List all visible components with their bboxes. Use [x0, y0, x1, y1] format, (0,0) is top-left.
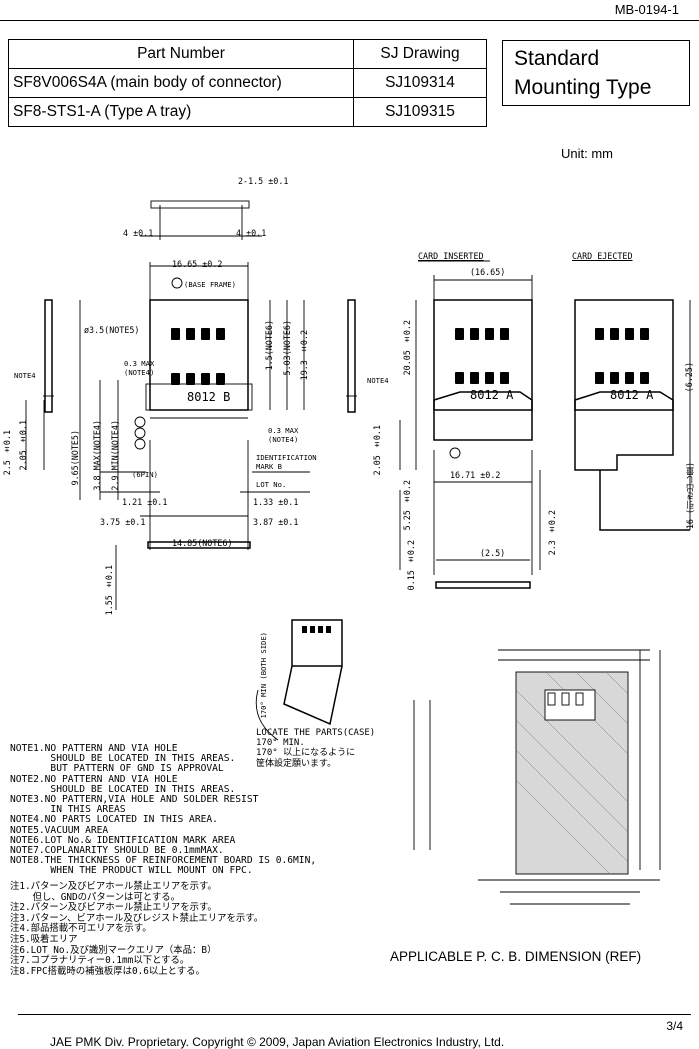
max-note4: 0.3 MAX (NOTE4) — [124, 359, 155, 377]
note-line: WHEN THE PRODUCT WILL MOUNT ON FPC. — [10, 865, 253, 877]
note-line: NOTE6.LOT No.& IDENTIFICATION MARK AREA — [10, 834, 236, 846]
note-line-jp: 注6.LOT No.及び識別マークエリア（本品：B） — [10, 944, 217, 956]
dim-9-65: 9.65(NOTE5) — [70, 430, 80, 486]
note-line: NOTE2.NO PATTERN AND VIA HOLE — [10, 773, 178, 785]
pcb-footprint — [413, 649, 661, 905]
note-line: NOTE7.COPLANARITY SHOULD BE 0.1mmMAX. — [10, 845, 224, 857]
dim-3-87: 3.87 ±0.1 — [253, 517, 299, 527]
top-side-view — [140, 200, 262, 240]
dim-6-25: (6.25) — [684, 362, 694, 393]
dim-2-5: 2.5 ±0.1 — [2, 430, 12, 476]
note-line-jp: 注3.パターン、ビアホール及びレジスト禁止エリアを示す。 — [10, 912, 264, 924]
dim-1-5: 1.5(NOTE6) — [264, 320, 274, 371]
dim-16-71: 16.71 ±0.2 — [450, 470, 501, 480]
note-line: IN THIS AREAS — [10, 804, 126, 816]
dim-5-03: 5.03(NOTE6) — [282, 320, 292, 376]
part-number-header: Part Number — [8, 39, 354, 69]
card-inserted-label: CARD INSERTED — [418, 251, 484, 261]
identification-mark: IDENTIFICATION MARK B — [256, 453, 317, 471]
locate-note: LOCATE THE PARTS(CASE) 170° MIN. 170° 以上… — [256, 728, 376, 769]
card-ejected-label: CARD EJECTED — [572, 251, 633, 261]
notes-english: NOTE1.NO PATTERN AND VIA HOLE SHOULD BE … — [10, 743, 317, 877]
marking-b: 8012 B — [187, 390, 231, 404]
right-side-view — [346, 299, 357, 413]
note-line-jp: 注5.吸着エリア — [10, 933, 78, 945]
parts-table-header: Part Number SJ Drawing — [8, 39, 487, 69]
lot-no-label: LOT No. — [256, 480, 287, 489]
pcb-caption: APPLICABLE P. C. B. DIMENSION (REF) — [390, 949, 642, 964]
note-line: BUT PATTERN OF GND IS APPROVAL — [10, 763, 224, 775]
angle-label: 170° MIN (BOTH SIDE) — [259, 632, 268, 719]
dim-4-left: 4 ±0.1 — [123, 228, 154, 238]
dim-19-3: 19.3 ±0.2 — [299, 330, 309, 381]
dim-5-25: 5.25 ±0.2 — [402, 480, 412, 531]
card-ejected-view — [574, 299, 691, 531]
marking-a: 8012 A — [470, 388, 514, 402]
note-line-jp: 注7.コプラナリティー0.1mm以下とする。 — [10, 955, 190, 967]
dim-2-9: 2.9 MIN(NOTE4) — [110, 420, 120, 491]
note-line: NOTE8.THE THICKNESS OF REINFORCEMENT BOA… — [10, 855, 317, 867]
sj-drawing-cell: SJ109315 — [353, 97, 487, 127]
table-row: SF8-STS1-A (Type A tray) SJ109315 — [8, 97, 487, 127]
part-number-cell: SF8-STS1-A (Type A tray) — [8, 97, 354, 127]
note-line-jp: 注1.パターン及びビアホール禁止エリアを示す。 — [10, 881, 217, 892]
dim-16-ref: 16 (引き出し量) — [685, 462, 695, 530]
marking-a2: 8012 A — [610, 388, 654, 402]
dim-2-05-b: 2.05 ±0.1 — [372, 425, 382, 476]
note-line: SHOULD BE LOCATED IN THIS AREAS. — [10, 783, 236, 795]
dim-2-5-b: (2.5) — [480, 548, 506, 558]
notes-japanese: 注1.パターン及びビアホール禁止エリアを示す。 但し、GNDのパターンは可とする… — [10, 881, 264, 977]
document-number: MB-0194-1 — [614, 2, 679, 17]
note-line-jp: 注4.部品搭載不可エリアを示す。 — [10, 923, 152, 935]
note-line: NOTE4.NO PARTS LOCATED IN THIS AREA. — [10, 814, 218, 826]
mounting-type-box: Standard Mounting Type — [502, 40, 690, 106]
dim-20-05: 20.05 ±0.2 — [402, 320, 412, 376]
parts-table: Part Number SJ Drawing SF8V006S4A (main … — [8, 39, 487, 127]
dim-1-55: 1.55 ±0.1 — [104, 565, 114, 616]
dim-16-65: 16.65 ±0.2 — [172, 259, 223, 269]
header-rule — [0, 20, 699, 21]
unit-label: Unit: mm — [561, 146, 613, 161]
dim-1-21: 1.21 ±0.1 — [122, 497, 168, 507]
dim-2-05: 2.05 ±0.1 — [18, 420, 28, 471]
note-line-jp: 注8.FPC搭載時の補強板厚は0.6以上とする。 — [10, 965, 205, 977]
footer-rule — [18, 1014, 691, 1016]
base-frame-label: (BASE FRAME) — [184, 280, 236, 289]
pin-label: (6PIN) — [132, 470, 158, 479]
hole-note: ø3.5(NOTE5) — [84, 325, 140, 335]
dim-3-8: 3.8 MAX(NOTE4) — [92, 420, 102, 491]
note-line-jp: 注2.パターン及びビアホール禁止エリアを示す。 — [10, 902, 217, 914]
note-line: NOTE3.NO PATTERN,VIA HOLE AND SOLDER RES… — [10, 794, 259, 806]
copyright-footer: JAE PMK Div. Proprietary. Copyright © 20… — [50, 1035, 505, 1049]
page-number: 3/4 — [666, 1019, 683, 1033]
note-line: SHOULD BE LOCATED IN THIS AREAS. — [10, 753, 236, 765]
left-side-view — [43, 299, 54, 413]
main-front-view — [25, 262, 310, 610]
dim-top: 2-1.5 ±0.1 — [238, 176, 289, 186]
sj-drawing-header: SJ Drawing — [353, 39, 487, 69]
note-line: NOTE5.VACUUM AREA — [10, 824, 109, 836]
mounting-type-line2: Mounting Type — [514, 76, 652, 99]
dim-4-right: 4 ±0.1 — [236, 228, 267, 238]
mounting-type-line1: Standard — [514, 47, 600, 70]
dim-16-65-b: (16.65) — [470, 267, 506, 277]
note-line: NOTE1.NO PATTERN AND VIA HOLE — [10, 743, 178, 754]
note-line-jp: 但し、GNDのパターンは可とする。 — [10, 891, 181, 903]
sj-drawing-cell: SJ109314 — [353, 68, 487, 98]
angle-view — [255, 619, 343, 741]
dim-1-33: 1.33 ±0.1 — [253, 497, 299, 507]
dim-2-3: 2.3 ±0.2 — [547, 510, 557, 556]
dim-3-75: 3.75 ±0.1 — [100, 517, 146, 527]
max-note4-b: 0.3 MAX (NOTE4) — [268, 426, 299, 444]
table-row: SF8V006S4A (main body of connector) SJ10… — [8, 68, 487, 98]
card-inserted-view — [399, 260, 541, 589]
dim-0-15: 0.15 ±0.2 — [406, 540, 416, 591]
dim-14-85: 14.85(NOTE6) — [172, 538, 233, 548]
note4-right: NOTE4 — [367, 376, 389, 385]
note4-left: NOTE4 — [14, 371, 36, 380]
